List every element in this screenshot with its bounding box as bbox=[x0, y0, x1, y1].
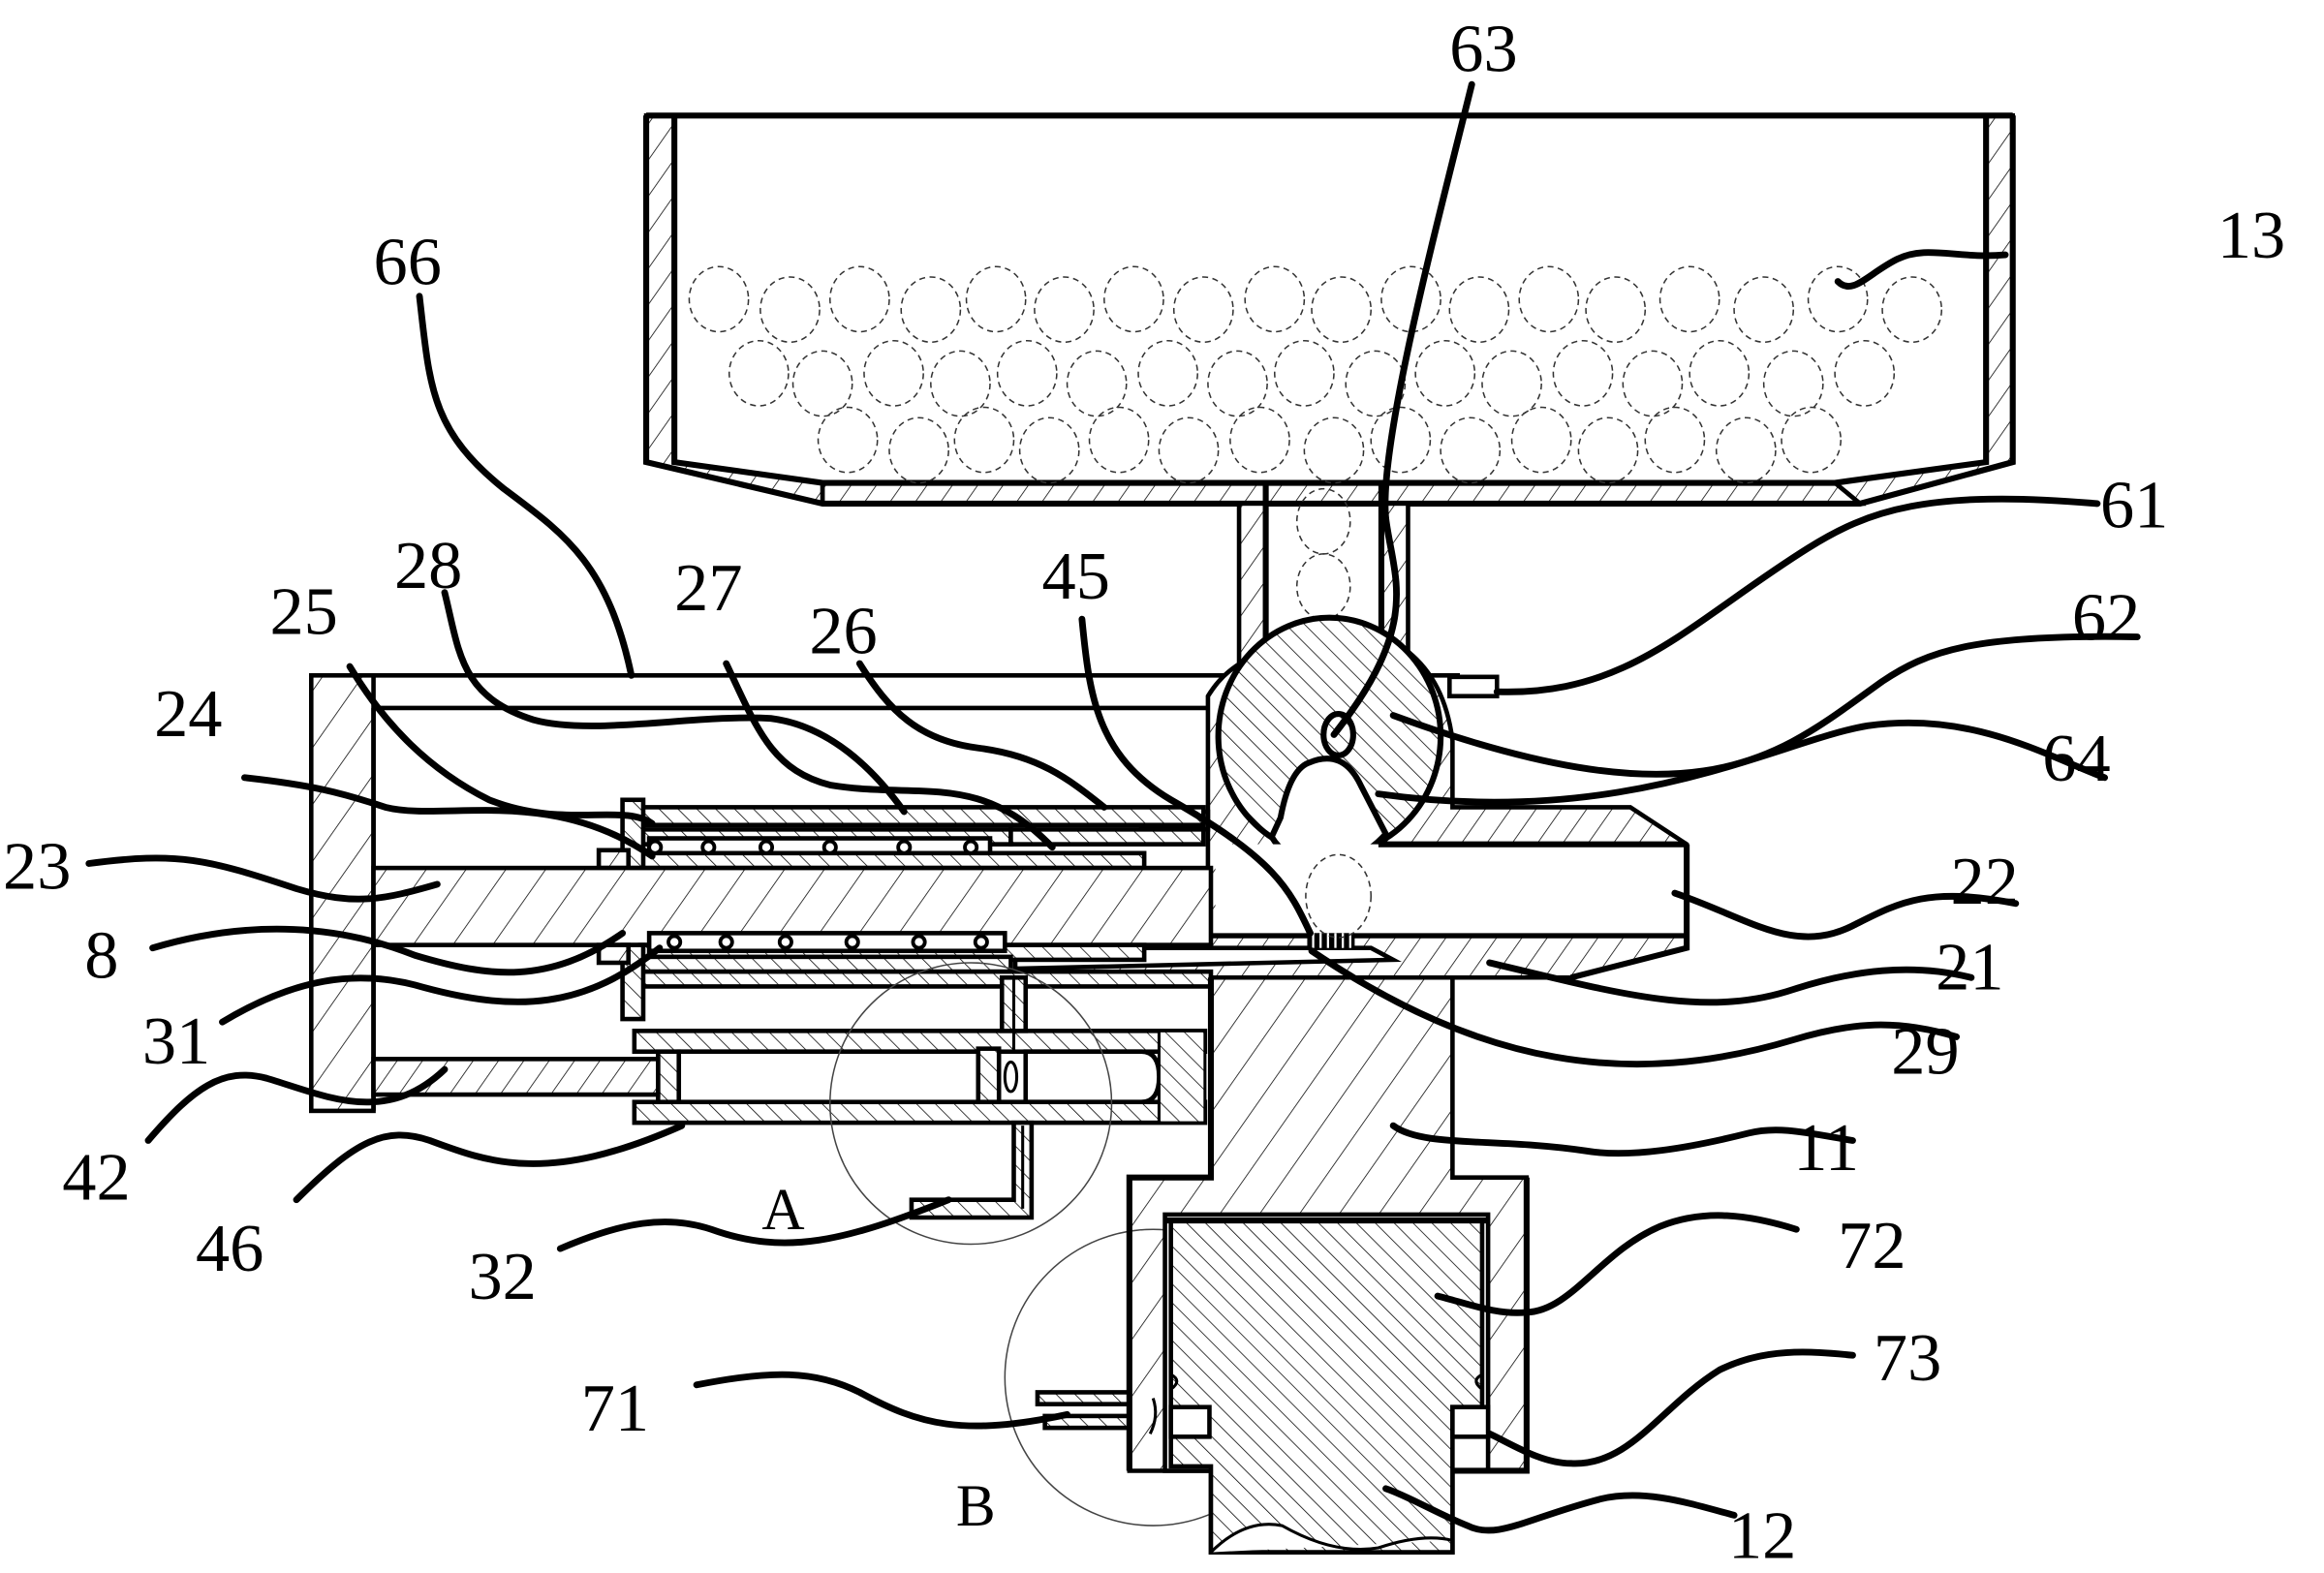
pellet bbox=[1834, 339, 1896, 407]
pellet bbox=[888, 416, 949, 484]
spring-coil bbox=[647, 839, 664, 855]
pellet bbox=[1644, 406, 1706, 474]
spring-coil bbox=[963, 839, 979, 855]
label-46: 46 bbox=[196, 1211, 263, 1286]
label-8: 8 bbox=[84, 917, 118, 993]
label-28: 28 bbox=[394, 528, 462, 603]
pellet bbox=[1274, 339, 1335, 407]
pellet bbox=[1577, 416, 1639, 484]
label-13: 13 bbox=[2217, 198, 2285, 273]
rotor bbox=[1215, 614, 1444, 862]
pellet bbox=[817, 406, 879, 474]
label-63: 63 bbox=[1449, 11, 1517, 86]
pellet bbox=[996, 339, 1058, 407]
label-21: 21 bbox=[1936, 930, 2003, 1005]
label-29: 29 bbox=[1891, 1014, 1959, 1090]
pellet bbox=[1380, 265, 1441, 333]
label-64: 64 bbox=[2042, 721, 2110, 796]
label-42: 42 bbox=[62, 1140, 130, 1216]
pellet bbox=[1552, 339, 1614, 407]
pellet bbox=[1762, 350, 1824, 417]
pellet bbox=[1781, 406, 1842, 474]
label-66: 66 bbox=[374, 225, 442, 300]
label-12: 12 bbox=[1728, 1498, 1796, 1573]
pellet bbox=[1807, 265, 1869, 333]
spring-coil bbox=[844, 934, 860, 950]
label-25: 25 bbox=[269, 574, 337, 650]
pellet bbox=[1018, 416, 1080, 484]
pellet bbox=[1518, 265, 1580, 333]
spring-coil bbox=[718, 934, 734, 950]
pellet bbox=[1066, 350, 1128, 417]
pellet bbox=[1229, 406, 1290, 474]
spring-coil bbox=[700, 839, 717, 855]
pellet bbox=[1303, 416, 1365, 484]
trigger-piston bbox=[1168, 1218, 1485, 1555]
reference-labels: 63 13 66 61 62 28 25 27 26 45 64 24 23 2… bbox=[3, 11, 2285, 1573]
pellet bbox=[1088, 406, 1150, 474]
pellet bbox=[1103, 265, 1164, 333]
pellet bbox=[965, 265, 1027, 333]
pellet bbox=[930, 350, 991, 417]
sleeve-assembly bbox=[596, 797, 1206, 871]
pellet bbox=[1481, 350, 1542, 417]
pellet bbox=[1622, 350, 1684, 417]
label-31: 31 bbox=[142, 1003, 210, 1079]
label-61: 61 bbox=[2100, 467, 2168, 542]
spring-coil bbox=[896, 839, 913, 855]
cylinder bbox=[371, 974, 1208, 1220]
detail-marker-b: B bbox=[956, 1473, 996, 1539]
pellet bbox=[791, 350, 853, 417]
label-26: 26 bbox=[809, 593, 877, 668]
spring-coil bbox=[911, 934, 927, 950]
spring-coil bbox=[666, 934, 683, 950]
pellet bbox=[953, 406, 1015, 474]
label-23: 23 bbox=[3, 829, 71, 905]
label-62: 62 bbox=[2072, 580, 2140, 656]
pellet bbox=[863, 339, 924, 407]
pellet bbox=[1414, 339, 1476, 407]
detail-marker-a: A bbox=[761, 1177, 804, 1243]
pellet bbox=[1370, 406, 1432, 474]
lower-sleeve bbox=[596, 931, 1214, 1022]
label-71: 71 bbox=[581, 1371, 649, 1446]
pellet bbox=[1715, 416, 1777, 484]
pellet bbox=[1295, 553, 1351, 620]
rack-teeth bbox=[1307, 933, 1355, 948]
pellet bbox=[1689, 339, 1751, 407]
label-32: 32 bbox=[468, 1239, 536, 1314]
label-45: 45 bbox=[1042, 539, 1110, 614]
pellet bbox=[728, 339, 790, 407]
trigger-assembly bbox=[1035, 977, 1530, 1555]
label-27: 27 bbox=[674, 550, 742, 626]
spring-coil bbox=[758, 839, 775, 855]
label-72: 72 bbox=[1838, 1208, 1906, 1283]
pellet bbox=[1345, 350, 1407, 417]
label-22: 22 bbox=[1950, 844, 2018, 919]
trigger-inlet bbox=[1035, 1390, 1132, 1406]
pellet bbox=[829, 265, 890, 333]
label-11: 11 bbox=[1793, 1110, 1859, 1186]
pellet bbox=[688, 265, 750, 333]
detail-circle-a bbox=[829, 962, 1113, 1246]
label-73: 73 bbox=[1874, 1320, 1941, 1396]
pellet bbox=[1440, 416, 1502, 484]
pellet bbox=[1658, 265, 1720, 333]
spring-coil bbox=[973, 934, 989, 950]
spring-coil bbox=[777, 934, 793, 950]
pellet bbox=[1510, 406, 1572, 474]
hopper bbox=[643, 112, 2016, 507]
pellet bbox=[1158, 416, 1220, 484]
pellet bbox=[1137, 339, 1198, 407]
pellet bbox=[1207, 350, 1268, 417]
leader-lines bbox=[85, 80, 2141, 1534]
label-24: 24 bbox=[154, 676, 222, 752]
spring-coil bbox=[821, 839, 838, 855]
pellet bbox=[1244, 265, 1306, 333]
